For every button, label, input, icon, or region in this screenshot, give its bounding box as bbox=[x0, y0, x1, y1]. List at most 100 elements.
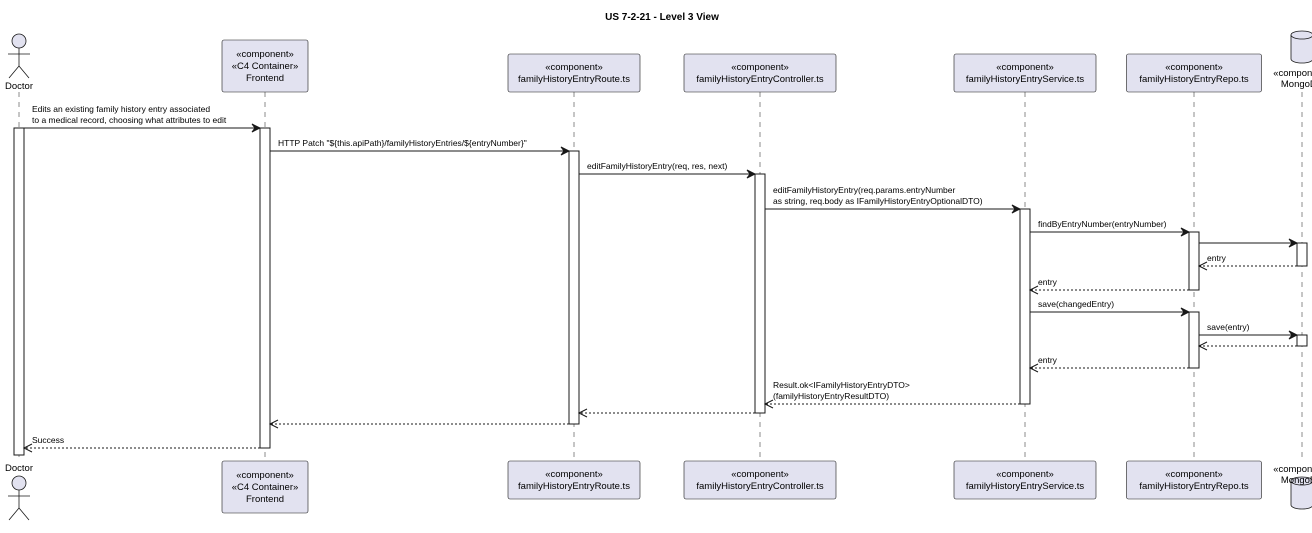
participant-box bbox=[683, 53, 837, 93]
message-8: entry bbox=[1028, 277, 1189, 295]
actor-name: Doctor bbox=[5, 463, 33, 474]
participant-label: «component» bbox=[1273, 68, 1312, 79]
participant-label: «component» bbox=[1273, 464, 1312, 475]
participant-label: «C4 Container» bbox=[232, 61, 299, 72]
activation-bar-repo bbox=[1188, 311, 1200, 369]
participant-frontend-top: «component»«C4 Container»Frontend bbox=[221, 39, 309, 93]
participant-label: «component» bbox=[731, 469, 789, 480]
message-label: Result.ok<IFamilyHistoryEntryDTO> bbox=[773, 380, 910, 390]
participant-label: «component» bbox=[545, 469, 603, 480]
participant-box bbox=[507, 53, 641, 93]
message-15 bbox=[268, 419, 569, 429]
participant-mongo-bottom: «component»MongoDB bbox=[1273, 464, 1312, 510]
activation-bar-service bbox=[1019, 208, 1031, 405]
message-label: editFamilyHistoryEntry(req, res, next) bbox=[587, 161, 727, 171]
participant-box bbox=[1126, 460, 1262, 500]
activation-bar-route bbox=[568, 150, 580, 425]
database-icon bbox=[1290, 30, 1312, 64]
participant-label: «component» bbox=[1165, 469, 1223, 480]
message-6 bbox=[1199, 238, 1299, 248]
return-arrow-head bbox=[22, 443, 33, 453]
activation-bar-mongo bbox=[1296, 334, 1308, 347]
participant-label: familyHistoryEntryService.ts bbox=[966, 481, 1084, 492]
participant-controller-bottom: «component»familyHistoryEntryController.… bbox=[683, 460, 837, 500]
participant-label: familyHistoryEntryController.ts bbox=[696, 74, 823, 85]
participant-frontend-bottom: «component»«C4 Container»Frontend bbox=[221, 460, 309, 514]
participant-label: «component» bbox=[731, 62, 789, 73]
message-14 bbox=[577, 408, 755, 418]
actor-name: Doctor bbox=[5, 81, 33, 92]
call-arrow-head bbox=[560, 146, 571, 156]
participant-doctor-bottom: Doctor bbox=[5, 463, 33, 521]
message-label: save(entry) bbox=[1207, 322, 1250, 332]
message-12: entry bbox=[1028, 355, 1189, 373]
message-3: editFamilyHistoryEntry(req, res, next) bbox=[579, 161, 757, 179]
message-2: HTTP Patch "${this.apiPath}/familyHistor… bbox=[270, 138, 571, 156]
participant-mongo-top: «component»MongoDB bbox=[1273, 30, 1312, 90]
message-label: Edits an existing family history entry a… bbox=[32, 104, 210, 114]
participant-label: «component» bbox=[996, 62, 1054, 73]
participant-service-top: «component»familyHistoryEntryService.ts bbox=[953, 53, 1097, 93]
participant-service-bottom: «component»familyHistoryEntryService.ts bbox=[953, 460, 1097, 500]
message-5: findByEntryNumber(entryNumber) bbox=[1030, 219, 1191, 237]
return-arrow-head bbox=[1197, 261, 1208, 271]
message-7: entry bbox=[1197, 253, 1297, 271]
participant-controller-top: «component»familyHistoryEntryController.… bbox=[683, 53, 837, 93]
message-label: as string, req.body as IFamilyHistoryEnt… bbox=[773, 196, 983, 206]
call-arrow-head bbox=[746, 169, 757, 179]
lifelines bbox=[18, 92, 1303, 460]
participant-label: «component» bbox=[996, 469, 1054, 480]
call-arrow-head bbox=[1180, 227, 1191, 237]
participant-box bbox=[1126, 53, 1262, 93]
participant-label: familyHistoryEntryRoute.ts bbox=[518, 74, 630, 85]
participant-box bbox=[221, 39, 309, 93]
messages: Edits an existing family history entry a… bbox=[22, 104, 1299, 453]
actor-icon bbox=[8, 33, 30, 79]
return-arrow-head bbox=[763, 399, 774, 409]
return-arrow-head bbox=[577, 408, 588, 418]
message-label: save(changedEntry) bbox=[1038, 299, 1114, 309]
call-arrow-head bbox=[1011, 204, 1022, 214]
participant-label: familyHistoryEntryRepo.ts bbox=[1139, 74, 1249, 85]
return-arrow-head bbox=[268, 419, 279, 429]
participant-label: «C4 Container» bbox=[232, 482, 299, 493]
actor-icon bbox=[8, 475, 30, 521]
message-label: findByEntryNumber(entryNumber) bbox=[1038, 219, 1167, 229]
return-arrow-head bbox=[1197, 341, 1208, 351]
database-icon bbox=[1290, 476, 1312, 510]
call-arrow-head bbox=[1288, 330, 1299, 340]
participant-box bbox=[683, 460, 837, 500]
participant-route-top: «component»familyHistoryEntryRoute.ts bbox=[507, 53, 641, 93]
message-1: Edits an existing family history entry a… bbox=[24, 104, 262, 133]
return-arrow-head bbox=[1028, 363, 1039, 373]
participant-box bbox=[953, 53, 1097, 93]
message-10: save(entry) bbox=[1199, 322, 1299, 340]
participant-label: «component» bbox=[1165, 62, 1223, 73]
participant-label: familyHistoryEntryRepo.ts bbox=[1139, 481, 1249, 492]
participant-label: Frontend bbox=[246, 494, 284, 505]
message-label: editFamilyHistoryEntry(req.params.entryN… bbox=[773, 185, 955, 195]
message-label: (familyHistoryEntryResultDTO) bbox=[773, 391, 889, 401]
participant-repo-bottom: «component»familyHistoryEntryRepo.ts bbox=[1126, 460, 1262, 500]
participant-label: familyHistoryEntryController.ts bbox=[696, 481, 823, 492]
activation-bar-mongo bbox=[1296, 242, 1308, 267]
message-13: Result.ok<IFamilyHistoryEntryDTO>(family… bbox=[763, 380, 1020, 409]
call-arrow-head bbox=[251, 123, 262, 133]
message-11 bbox=[1197, 341, 1297, 351]
message-label: entry bbox=[1038, 277, 1058, 287]
participant-label: «component» bbox=[236, 470, 294, 481]
participant-box bbox=[953, 460, 1097, 500]
message-label: Success bbox=[32, 435, 64, 445]
participant-label: Frontend bbox=[246, 73, 284, 84]
participant-box bbox=[507, 460, 641, 500]
message-4: editFamilyHistoryEntry(req.params.entryN… bbox=[765, 185, 1022, 214]
participant-repo-top: «component»familyHistoryEntryRepo.ts bbox=[1126, 53, 1262, 93]
activation-bar-doctor bbox=[13, 127, 25, 456]
participant-box bbox=[221, 460, 309, 514]
call-arrow-head bbox=[1180, 307, 1191, 317]
message-label: HTTP Patch "${this.apiPath}/familyHistor… bbox=[278, 138, 527, 148]
activation-bar-repo bbox=[1188, 231, 1200, 291]
activation-bar-frontend bbox=[259, 127, 271, 449]
participant-label: «component» bbox=[545, 62, 603, 73]
